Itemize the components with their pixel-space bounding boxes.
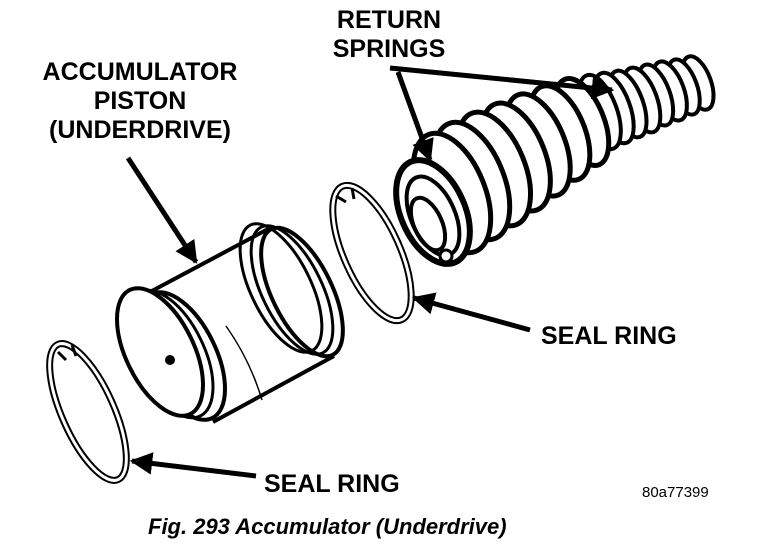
- label-accumulator-piston: ACCUMULATOR PISTON (UNDERDRIVE): [22, 58, 258, 145]
- label-accumulator-piston-line-1: ACCUMULATOR: [42, 58, 238, 86]
- arrow-to-springs-right: [389, 65, 615, 100]
- label-seal-ring-upper: SEAL RING: [541, 322, 677, 350]
- upper-seal-ring: [329, 181, 415, 325]
- accumulator-piston: [115, 222, 345, 424]
- figure-code: 80a77399: [642, 484, 709, 501]
- lower-seal-ring: [46, 340, 130, 484]
- label-return-springs-line-1: RETURN: [336, 6, 442, 34]
- label-return-springs-line-2: SPRINGS: [332, 35, 446, 63]
- figure-caption: Fig. 293 Accumulator (Underdrive): [148, 514, 507, 539]
- label-return-springs: RETURN SPRINGS: [318, 6, 460, 64]
- arrow-to-springs-left: [395, 71, 434, 163]
- label-accumulator-piston-line-3: (UNDERDRIVE): [49, 116, 231, 144]
- arrow-to-lower-seal-ring: [129, 452, 257, 479]
- arrow-to-piston: [125, 156, 199, 264]
- arrow-to-upper-seal-ring: [411, 292, 531, 333]
- return-springs: [393, 54, 716, 267]
- leader-arrows: [125, 65, 615, 479]
- label-accumulator-piston-line-2: PISTON: [93, 87, 187, 115]
- label-seal-ring-lower: SEAL RING: [264, 470, 400, 498]
